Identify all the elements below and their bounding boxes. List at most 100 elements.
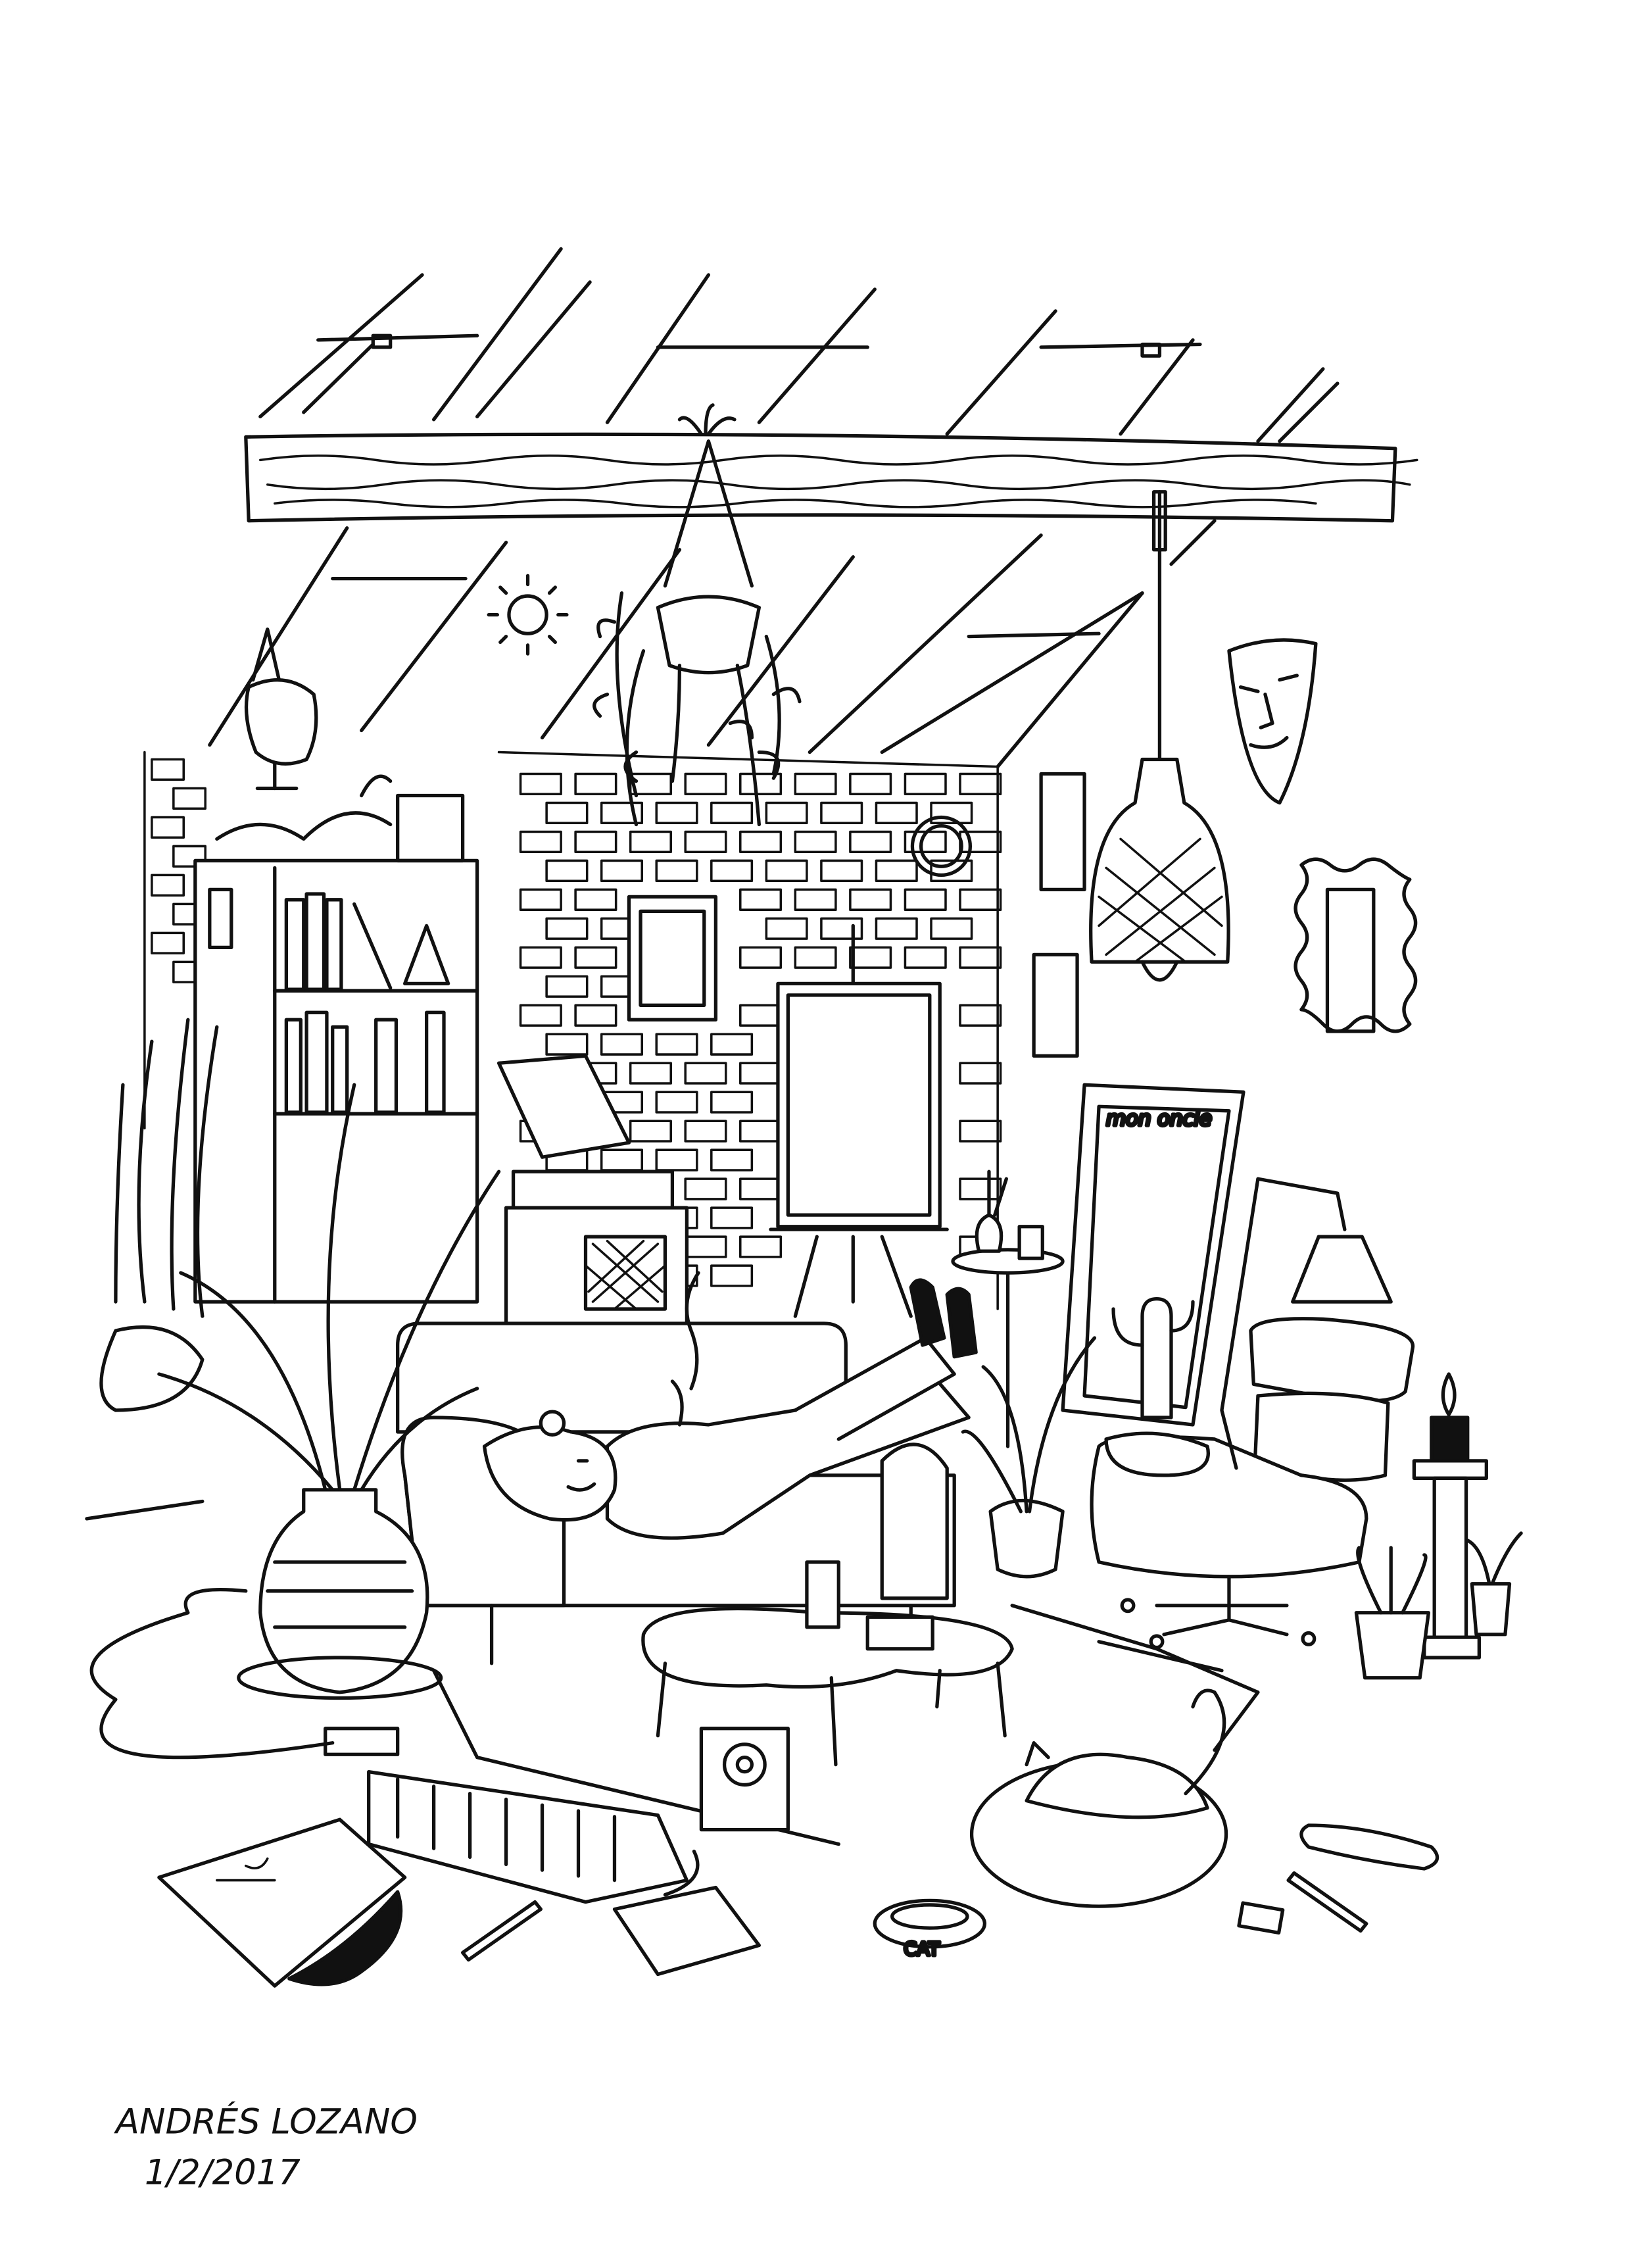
brick [849, 946, 892, 969]
brick [519, 772, 562, 796]
brick [820, 917, 863, 940]
signature-date: 1/2/2017 [145, 2152, 301, 2192]
brick [545, 917, 589, 940]
brick [820, 801, 863, 825]
brick [820, 859, 863, 882]
brick [574, 888, 617, 911]
brick [545, 975, 589, 998]
brick [545, 1033, 589, 1056]
brick [959, 772, 1002, 796]
picture-frame [627, 895, 718, 1022]
brick [574, 830, 617, 853]
brick [655, 1091, 698, 1114]
wall-scroll [1032, 772, 1086, 1058]
brick [574, 1004, 617, 1027]
brick [959, 888, 1002, 911]
beam-sprout [677, 403, 737, 436]
brick [600, 1033, 644, 1056]
brick [684, 830, 727, 853]
lounge-armchair [1090, 1317, 1414, 1650]
brick [655, 1033, 698, 1056]
rug [85, 1499, 1260, 1846]
brick [739, 830, 783, 853]
bust-with-party-hat [215, 627, 465, 863]
brick [739, 946, 783, 969]
synth-keyboard [89, 1588, 700, 1904]
brick [794, 946, 837, 969]
record-sleeve [157, 1817, 407, 1988]
brick-wall [143, 751, 999, 1310]
brick [904, 772, 947, 796]
mirror-caption: mon oncle [1106, 1107, 1212, 1131]
brick [739, 888, 783, 911]
brick [875, 801, 918, 825]
bookshelf [193, 858, 479, 1304]
tribal-mask [1227, 638, 1318, 805]
standing-mirror: mon oncle [1061, 1083, 1245, 1427]
brick [794, 888, 837, 911]
artist-signature: ANDRÉS LOZANO 1/2/2017 [114, 2100, 418, 2192]
brick [739, 1004, 783, 1027]
brick [849, 888, 892, 911]
eraser [1237, 1901, 1285, 1935]
brick [849, 772, 892, 796]
brick [710, 1091, 754, 1114]
brick [959, 1120, 1002, 1143]
coffee-table [641, 1560, 1014, 1767]
candle-on-pedestal [1412, 1372, 1488, 1660]
brick [519, 1004, 562, 1027]
brick [684, 1120, 727, 1143]
cat-bowl-label: CAT [904, 1938, 940, 1960]
brick [710, 1264, 754, 1287]
side-table [951, 1170, 1065, 1448]
brick [739, 1177, 783, 1200]
brick [629, 1120, 672, 1143]
brick [959, 946, 1002, 969]
brick [794, 772, 837, 796]
brick [794, 830, 837, 853]
brick [519, 888, 562, 911]
brick [519, 946, 562, 969]
brick [765, 917, 808, 940]
brick [655, 859, 698, 882]
brick [600, 859, 644, 882]
brick [574, 772, 617, 796]
roof-lower [208, 519, 1217, 769]
brick [930, 801, 973, 825]
brick [765, 859, 808, 882]
round-wall-mirror [910, 815, 973, 877]
pencil [460, 1900, 543, 1962]
notebook [612, 1885, 761, 1977]
roof-upper [258, 247, 1340, 443]
brick [710, 1148, 754, 1171]
brick [959, 1177, 1002, 1200]
brick [739, 772, 783, 796]
easel-with-canvas [769, 924, 949, 1318]
brick [875, 859, 918, 882]
brick [545, 801, 589, 825]
sun-ornament-icon [487, 574, 569, 656]
brick [959, 1004, 1002, 1027]
brick [849, 830, 892, 853]
brick [875, 917, 918, 940]
brick [655, 1148, 698, 1171]
brick [684, 772, 727, 796]
brick [904, 888, 947, 911]
brick [739, 1120, 783, 1143]
brick [600, 801, 644, 825]
wavy-mirror [1293, 857, 1418, 1033]
brick [151, 931, 185, 954]
brick [684, 1177, 727, 1200]
brick [739, 1062, 783, 1085]
brick [930, 859, 973, 882]
pencil-case [1299, 1823, 1439, 1871]
brick [904, 946, 947, 969]
brick [959, 1062, 1002, 1085]
brick [710, 1206, 754, 1229]
wooden-beam [244, 432, 1418, 523]
record-player-amplifier [496, 1054, 689, 1333]
brick [710, 1033, 754, 1056]
brick [655, 801, 698, 825]
man-lying-on-sofa [482, 1271, 978, 1540]
brick [765, 801, 808, 825]
